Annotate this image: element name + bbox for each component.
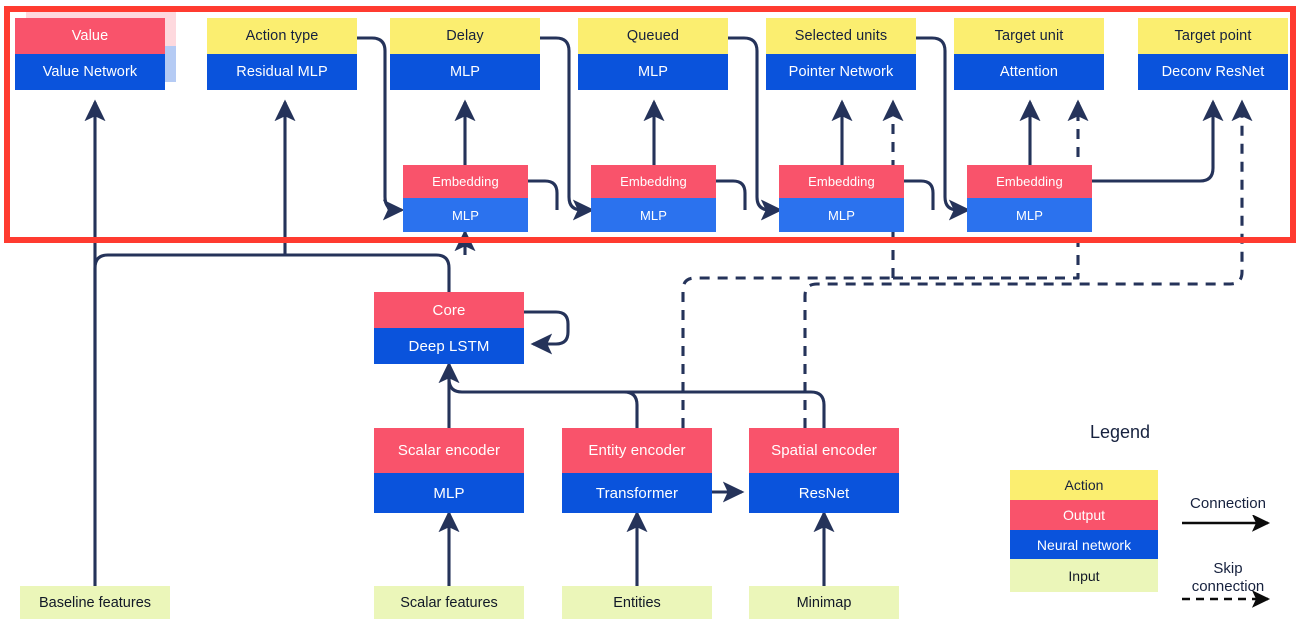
head-value-network-label: Value Network (15, 54, 165, 90)
head-target-unit-network-label: Attention (954, 54, 1104, 90)
legend-connection-label: Connection (1190, 495, 1266, 512)
wire-entity-encoder-to-core (447, 372, 639, 428)
entity-encoder-network-label: Transformer (562, 473, 712, 513)
wire-embedding-1-out (528, 179, 559, 210)
wire-spatial-encoder-to-core (462, 390, 826, 428)
wire-embedding-4-to-target-point (1092, 99, 1224, 183)
scalar-encoder-network-label: MLP (374, 473, 524, 513)
embedding-action-type[interactable]: Embedding MLP (403, 165, 528, 232)
legend-swatch-neural-network: Neural network (1010, 530, 1158, 559)
embedding-2-network-label: MLP (591, 198, 716, 232)
entity-encoder-output-label: Entity encoder (562, 428, 712, 473)
core-output-label: Core (374, 292, 524, 328)
input-scalar-features[interactable]: Scalar features (374, 586, 524, 619)
embedding-4-network-label: MLP (967, 198, 1092, 232)
head-selected-units-action-label: Selected units (766, 18, 916, 54)
embedding-2-output-label: Embedding (591, 165, 716, 198)
head-delay-action-label: Delay (390, 18, 540, 54)
head-target-point[interactable]: Target point Deconv ResNet (1138, 18, 1288, 90)
embedding-1-output-label: Embedding (403, 165, 528, 198)
embedding-4-output-label: Embedding (967, 165, 1092, 198)
head-action-type-action-label: Action type (207, 18, 357, 54)
head-target-unit-action-label: Target unit (954, 18, 1104, 54)
head-action-type-network-label: Residual MLP (207, 54, 357, 90)
head-selected-units-network-label: Pointer Network (766, 54, 916, 90)
legend-arrow-icons (1182, 515, 1271, 608)
encoder-scalar[interactable]: Scalar encoder MLP (374, 428, 524, 513)
embedding-delay[interactable]: Embedding MLP (591, 165, 716, 232)
encoder-spatial[interactable]: Spatial encoder ResNet (749, 428, 899, 513)
legend-swatch-output: Output (1010, 500, 1158, 530)
head-target-point-network-label: Deconv ResNet (1138, 54, 1288, 90)
embedding-3-network-label: MLP (779, 198, 904, 232)
legend-swatch-action: Action (1010, 470, 1158, 500)
head-action-type[interactable]: Action type Residual MLP (207, 18, 357, 90)
skip-entity-encoder-trunk (681, 276, 893, 428)
skip-spatial-to-target-point (803, 99, 1253, 428)
input-baseline-features[interactable]: Baseline features (20, 586, 170, 619)
legend-title: Legend (1089, 422, 1151, 442)
scalar-encoder-output-label: Scalar encoder (374, 428, 524, 473)
core-block[interactable]: Core Deep LSTM (374, 292, 524, 364)
head-target-point-action-label: Target point (1138, 18, 1288, 54)
legend-swatch-input: Input (1010, 559, 1158, 592)
head-target-unit[interactable]: Target unit Attention (954, 18, 1104, 90)
head-selected-units[interactable]: Selected units Pointer Network (766, 18, 916, 90)
input-entities[interactable]: Entities (562, 586, 712, 619)
embedding-queued[interactable]: Embedding MLP (779, 165, 904, 232)
head-queued-action-label: Queued (578, 18, 728, 54)
spatial-encoder-network-label: ResNet (749, 473, 899, 513)
embedding-1-network-label: MLP (403, 198, 528, 232)
wire-embedding-3-out (904, 179, 935, 210)
embedding-3-output-label: Embedding (779, 165, 904, 198)
legend-skip-label-line2: connection (1191, 578, 1265, 595)
head-delay-network-label: MLP (390, 54, 540, 90)
head-delay[interactable]: Delay MLP (390, 18, 540, 90)
wire-core-recurrent-loop (524, 310, 570, 355)
embedding-selected-units[interactable]: Embedding MLP (967, 165, 1092, 232)
head-queued[interactable]: Queued MLP (578, 18, 728, 90)
head-queued-network-label: MLP (578, 54, 728, 90)
head-value[interactable]: Value Value Network (15, 18, 165, 90)
encoder-entity[interactable]: Entity encoder Transformer (562, 428, 712, 513)
legend-skip-label-line1: Skip (1213, 560, 1243, 577)
head-value-action-label: Value (15, 18, 165, 54)
spatial-encoder-output-label: Spatial encoder (749, 428, 899, 473)
wire-embedding-2-out (716, 179, 747, 210)
input-minimap[interactable]: Minimap (749, 586, 899, 619)
core-network-label: Deep LSTM (374, 328, 524, 364)
